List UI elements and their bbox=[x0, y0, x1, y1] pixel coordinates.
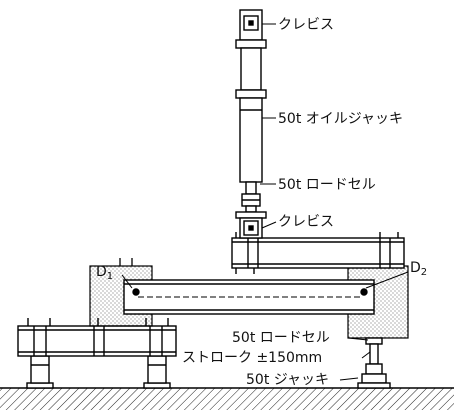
specimen-beam bbox=[123, 279, 375, 315]
label-load-cell-upper: 50t ロードセル bbox=[278, 177, 376, 193]
ground bbox=[0, 387, 454, 410]
label-oil-jack: 50t オイルジャッキ bbox=[278, 111, 403, 127]
label-jack-lower: 50t ジャッキ bbox=[246, 372, 329, 388]
label-clevis-top: クレビス bbox=[278, 17, 334, 33]
leader-lines bbox=[121, 23, 409, 381]
lower-jack-assembly bbox=[357, 337, 391, 389]
actuator-column bbox=[235, 9, 267, 239]
left-support-frame bbox=[17, 318, 177, 389]
label-d1: D1 bbox=[96, 264, 113, 282]
label-stroke: ストローク ±150mm bbox=[182, 350, 322, 366]
label-clevis-bottom: クレビス bbox=[278, 214, 334, 230]
label-load-cell-lower: 50t ロードセル bbox=[232, 330, 330, 346]
loading-crossbeam bbox=[231, 232, 405, 274]
label-d2: D2 bbox=[410, 260, 427, 278]
